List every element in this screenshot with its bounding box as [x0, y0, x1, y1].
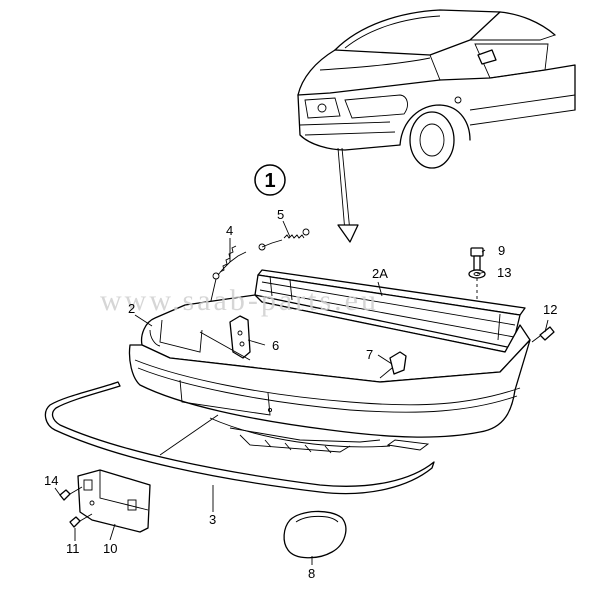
bolt-9	[470, 247, 484, 271]
group-label: 1	[254, 164, 286, 196]
callout-2a: 2A	[372, 266, 388, 281]
callout-14: 14	[44, 473, 58, 488]
spring-part-5	[258, 228, 310, 251]
callout-3: 3	[209, 512, 216, 527]
callout-11: 11	[66, 541, 80, 556]
tow-hook-cover-8	[283, 510, 347, 559]
screw-14	[59, 486, 83, 501]
callout-7: 7	[366, 347, 373, 362]
screw-11	[69, 513, 93, 528]
car-illustration	[297, 9, 576, 169]
callout-9: 9	[498, 243, 505, 258]
trim-strip-3	[44, 381, 435, 495]
watermark-text: www.saab-parts.eu	[100, 284, 379, 317]
callout-12: 12	[543, 302, 557, 317]
callout-8: 8	[308, 566, 315, 581]
callout-labels: 2 2A 3 4 5 6 7 8 9 10 11 12 13 14	[44, 207, 557, 581]
callout-4: 4	[226, 223, 233, 238]
callout-5: 5	[277, 207, 284, 222]
reinforcement-beam	[254, 269, 526, 353]
callout-6: 6	[272, 338, 279, 353]
bracket-6	[229, 315, 251, 359]
location-arrow	[337, 147, 359, 243]
group-label-text: 1	[264, 170, 275, 192]
clip-7	[379, 351, 407, 379]
plate-bracket-10	[77, 469, 151, 533]
leader-lines	[54, 220, 549, 565]
callout-2: 2	[128, 301, 135, 316]
callout-13: 13	[497, 265, 511, 280]
screw-12	[531, 326, 555, 343]
callout-10: 10	[103, 541, 117, 556]
